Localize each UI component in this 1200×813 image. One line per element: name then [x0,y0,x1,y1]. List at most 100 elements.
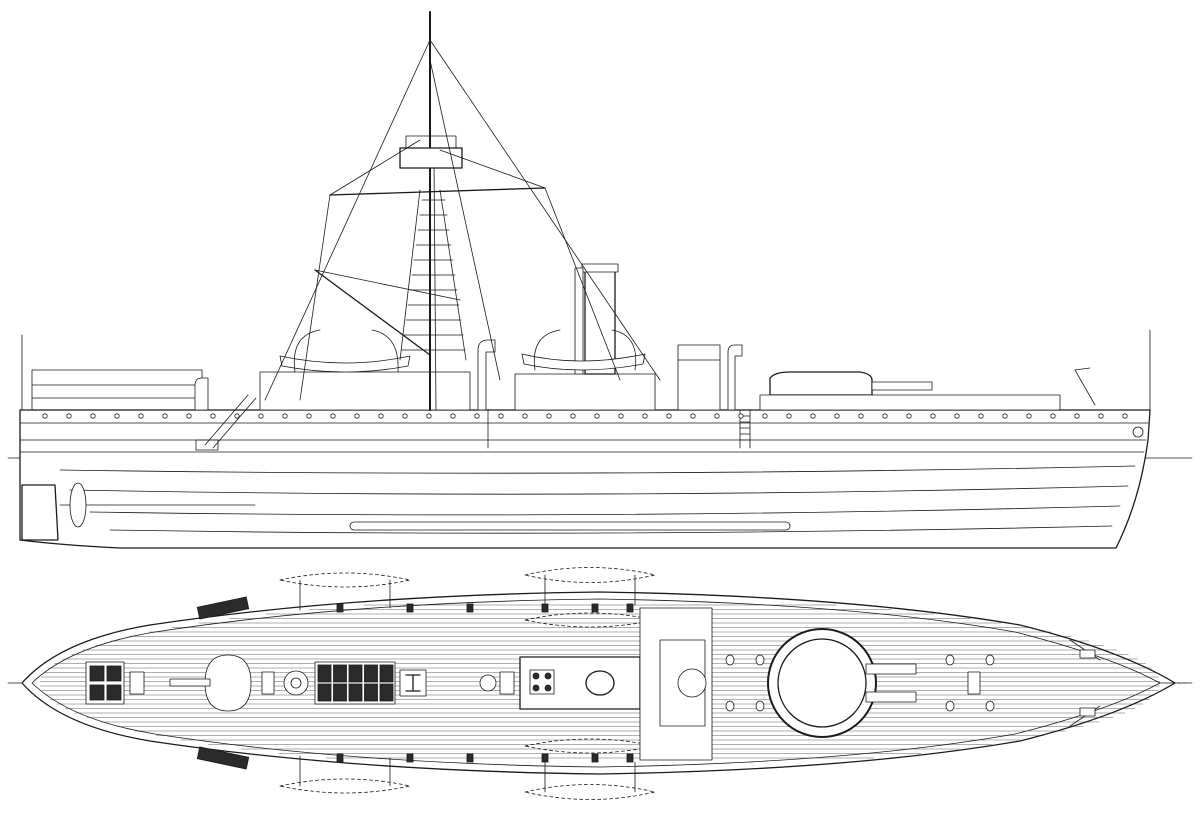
porthole [114,413,120,419]
main-gun-barrel-plan [865,663,917,675]
steering-mark [405,674,421,692]
main-gun-barrel [871,381,933,391]
porthole [618,413,624,419]
porthole [522,413,528,419]
davit [293,329,321,373]
deck-fitting [261,671,275,695]
porthole [738,413,744,419]
porthole [762,413,768,419]
aft-gun-barrel [169,678,211,687]
conning-tower-plan [677,668,707,698]
porthole [882,413,888,419]
porthole [402,413,408,419]
bollard [466,603,474,613]
porthole [162,413,168,419]
hatch-aft [129,671,145,695]
porthole [930,413,936,419]
rudder [21,484,59,541]
skylight-grate [364,664,378,683]
hatch-mid [499,671,515,695]
porthole [858,413,864,419]
skylight-grate [333,683,347,702]
bollard [336,603,344,613]
accommodation-ladder [204,394,257,449]
ventilator-cowl [194,377,209,411]
hull-outline [19,409,1151,549]
bridge-deck-inner [659,639,706,727]
porthole [1026,413,1032,419]
aft-gun-mount [204,654,252,712]
engine-room-skylight [314,661,396,705]
rigging-stay [314,269,461,301]
porthole [978,413,984,419]
aft-skylight [85,661,125,705]
bollard [626,753,634,763]
stern-gangway [196,596,250,620]
bollard [406,603,414,613]
bridge-house [677,344,721,411]
boat-outline-stowed [524,738,656,754]
porthole [666,413,672,419]
porthole [1098,413,1104,419]
anchor-hawse [1132,426,1144,438]
boat-outline-stowed [524,784,656,800]
ships-boat-aft [279,355,411,373]
bollard [406,753,414,763]
bollard [591,603,599,613]
portholes-row [42,413,1128,419]
boat-outline-stowed [524,567,656,583]
davit [371,329,399,373]
rigging-stay [439,149,546,189]
mast-ratlines [401,199,466,351]
propeller [69,482,87,528]
bollard [541,603,549,613]
midship-superstructure [514,373,656,411]
ships-boat-mid [521,353,646,371]
rigging-stay [329,139,421,196]
skylight-grate [348,683,363,702]
derrick-boom [314,269,431,356]
boat-outline-stowed [279,572,411,588]
main-gun-barrel-plan [865,691,917,703]
porthole [1074,413,1080,419]
porthole [906,413,912,419]
hull-plating-line [109,525,1113,534]
porthole [642,413,648,419]
hull-plating-line [59,465,1136,474]
porthole [42,413,48,419]
porthole [714,413,720,419]
bow-bitt [1079,649,1096,717]
porthole [426,413,432,419]
deck-vent [725,654,735,666]
porthole [834,413,840,419]
ventilator-plan [479,674,497,692]
skylight-grate [317,683,332,702]
boat-outline-stowed [524,612,656,628]
hull-plating-line [89,505,1121,516]
deck-plan-view [7,567,1193,800]
bollard [541,753,549,763]
porthole [378,413,384,419]
rigging-stay [264,39,431,401]
bow-davit [1074,367,1096,406]
rigging-stay [544,187,621,381]
porthole [330,413,336,419]
deck-vent [985,654,995,666]
skylight-grate [348,664,363,683]
porthole [810,413,816,419]
skylight-grate [333,664,347,683]
bilge-keel [349,521,791,531]
porthole [282,413,288,419]
ventilator-cowl [477,339,496,411]
porthole [570,413,576,419]
porthole [186,413,192,419]
porthole [66,413,72,419]
ladder-platform [195,439,219,451]
side-ladder [739,409,751,449]
porthole [90,413,96,419]
davit-arms [299,574,636,793]
porthole [786,413,792,419]
porthole [1002,413,1008,419]
deck-vent [945,654,955,666]
funnel-plan [585,670,615,696]
